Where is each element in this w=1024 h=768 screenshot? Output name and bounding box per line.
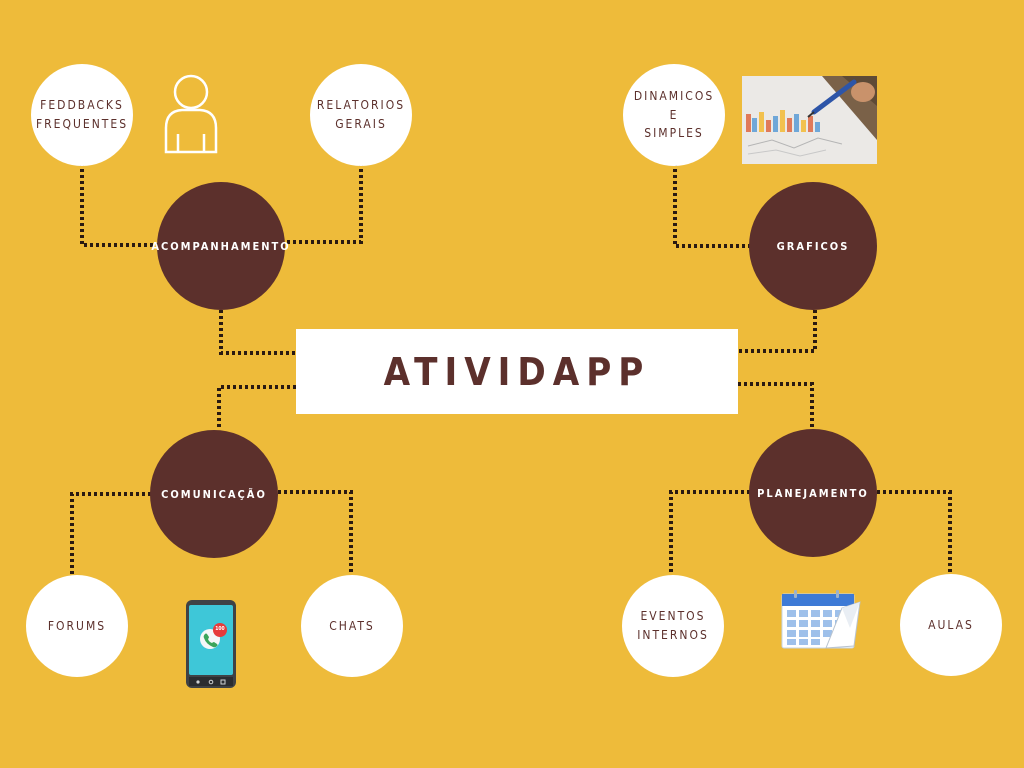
leaf-relatorios-label: RELATORIOS GERAIS [316,98,406,131]
leaf-feedbacks: FEDDBACKS FREQUENTES [31,64,133,166]
leaf-forums-label: FORUMS [47,618,107,633]
connector-planejamento-eventos [669,490,750,575]
hub-acompanhamento: ACOMPANHAMENTO [151,182,289,310]
hub-graficos: GRAFICOS [749,182,877,310]
connector-relatorios-acompanhamento [285,163,363,244]
leaf-feedbacks-label: FEDDBACKS FREQUENTES [35,98,129,131]
leaf-forums: FORUMS [26,575,128,677]
center-title-box: ATIVIDAPP [296,329,738,414]
chart-photo-bars [746,110,820,132]
connector-comunicacao-chats [278,490,353,575]
bar-chart-photo [742,76,877,164]
hub-graficos-label: GRAFICOS [776,239,850,253]
person-outline-icon [164,74,218,154]
connector-comunicacao-forums [70,492,151,575]
hub-acompanhamento-label: ACOMPANHAMENTO [151,239,291,253]
center-title: ATIVIDAPP [383,349,651,394]
phone-notification-badge: 100 [215,626,225,632]
hub-planejamento: PLANEJAMENTO [749,429,877,557]
hub-planejamento-label: PLANEJAMENTO [757,486,869,500]
hub-comunicacao-label: COMUNICAÇÃO [161,487,267,501]
leaf-chats: CHATS [301,575,403,677]
leaf-relatorios: RELATORIOS GERAIS [310,64,412,166]
connector-feedbacks-acompanhamento [80,163,158,247]
leaf-dinamicos-label: DINAMICOS E SIMPLES [633,89,715,141]
leaf-aulas: AULAS [900,574,1002,676]
connector-acompanhamento-center [219,310,296,355]
leaf-eventos-label: EVENTOS INTERNOS [637,609,709,642]
calendar-icon [781,590,861,649]
hub-comunicacao: COMUNICAÇÃO [150,430,278,558]
smartphone-call-icon [186,600,236,688]
leaf-aulas-label: AULAS [928,617,974,632]
leaf-dinamicos: DINAMICOS E SIMPLES [623,64,725,166]
connector-graficos-center [738,310,817,353]
connector-planejamento-aulas [877,490,952,575]
leaf-eventos: EVENTOS INTERNOS [622,575,724,677]
connector-dinamicos-graficos [673,163,750,248]
connector-center-planejamento [738,382,814,430]
leaf-chats-label: CHATS [329,618,375,633]
connector-center-comunicacao [217,385,296,430]
